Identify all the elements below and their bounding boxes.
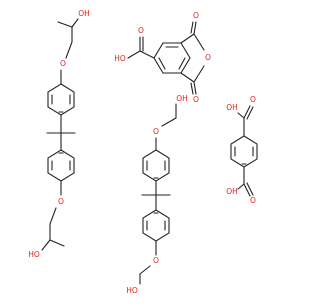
atom-label-ho: HO <box>114 54 126 63</box>
atom-label-o: O <box>138 26 144 35</box>
atom-label-oh: OH <box>176 94 188 103</box>
structure-svg: O HO O O O OH O <box>28 9 258 295</box>
molecule-terephthalic-acid: O OH O OH <box>226 95 258 205</box>
atom-label-o: O <box>250 196 256 205</box>
atom-label-o: O <box>58 197 64 206</box>
atom-label-oh: OH <box>78 9 90 18</box>
atom-label-ho: HO <box>126 286 138 295</box>
molecule-trimellitic-anhydride: O HO O O O <box>114 11 211 104</box>
molecule-bisphenol-a-bis-hydroxyethyl-ether: OH O O HO <box>126 94 188 295</box>
atom-label-o: O <box>250 95 256 104</box>
atom-label-ho: HO <box>28 250 40 259</box>
atom-label-o: O <box>60 59 66 68</box>
atom-label-oh: OH <box>226 187 238 196</box>
atom-label-o: O <box>193 95 199 104</box>
chemical-structure-canvas: O HO O O O OH O <box>28 9 258 295</box>
atom-label-o: O <box>153 256 159 265</box>
molecule-bisphenol-a-bis-hydroxypropyl-ether: OH O O HO <box>28 9 90 259</box>
atom-label-o: O <box>153 127 159 136</box>
atom-label-o: O <box>193 11 199 20</box>
atom-label-o: O <box>205 53 211 62</box>
atom-label-oh: OH <box>226 103 238 112</box>
